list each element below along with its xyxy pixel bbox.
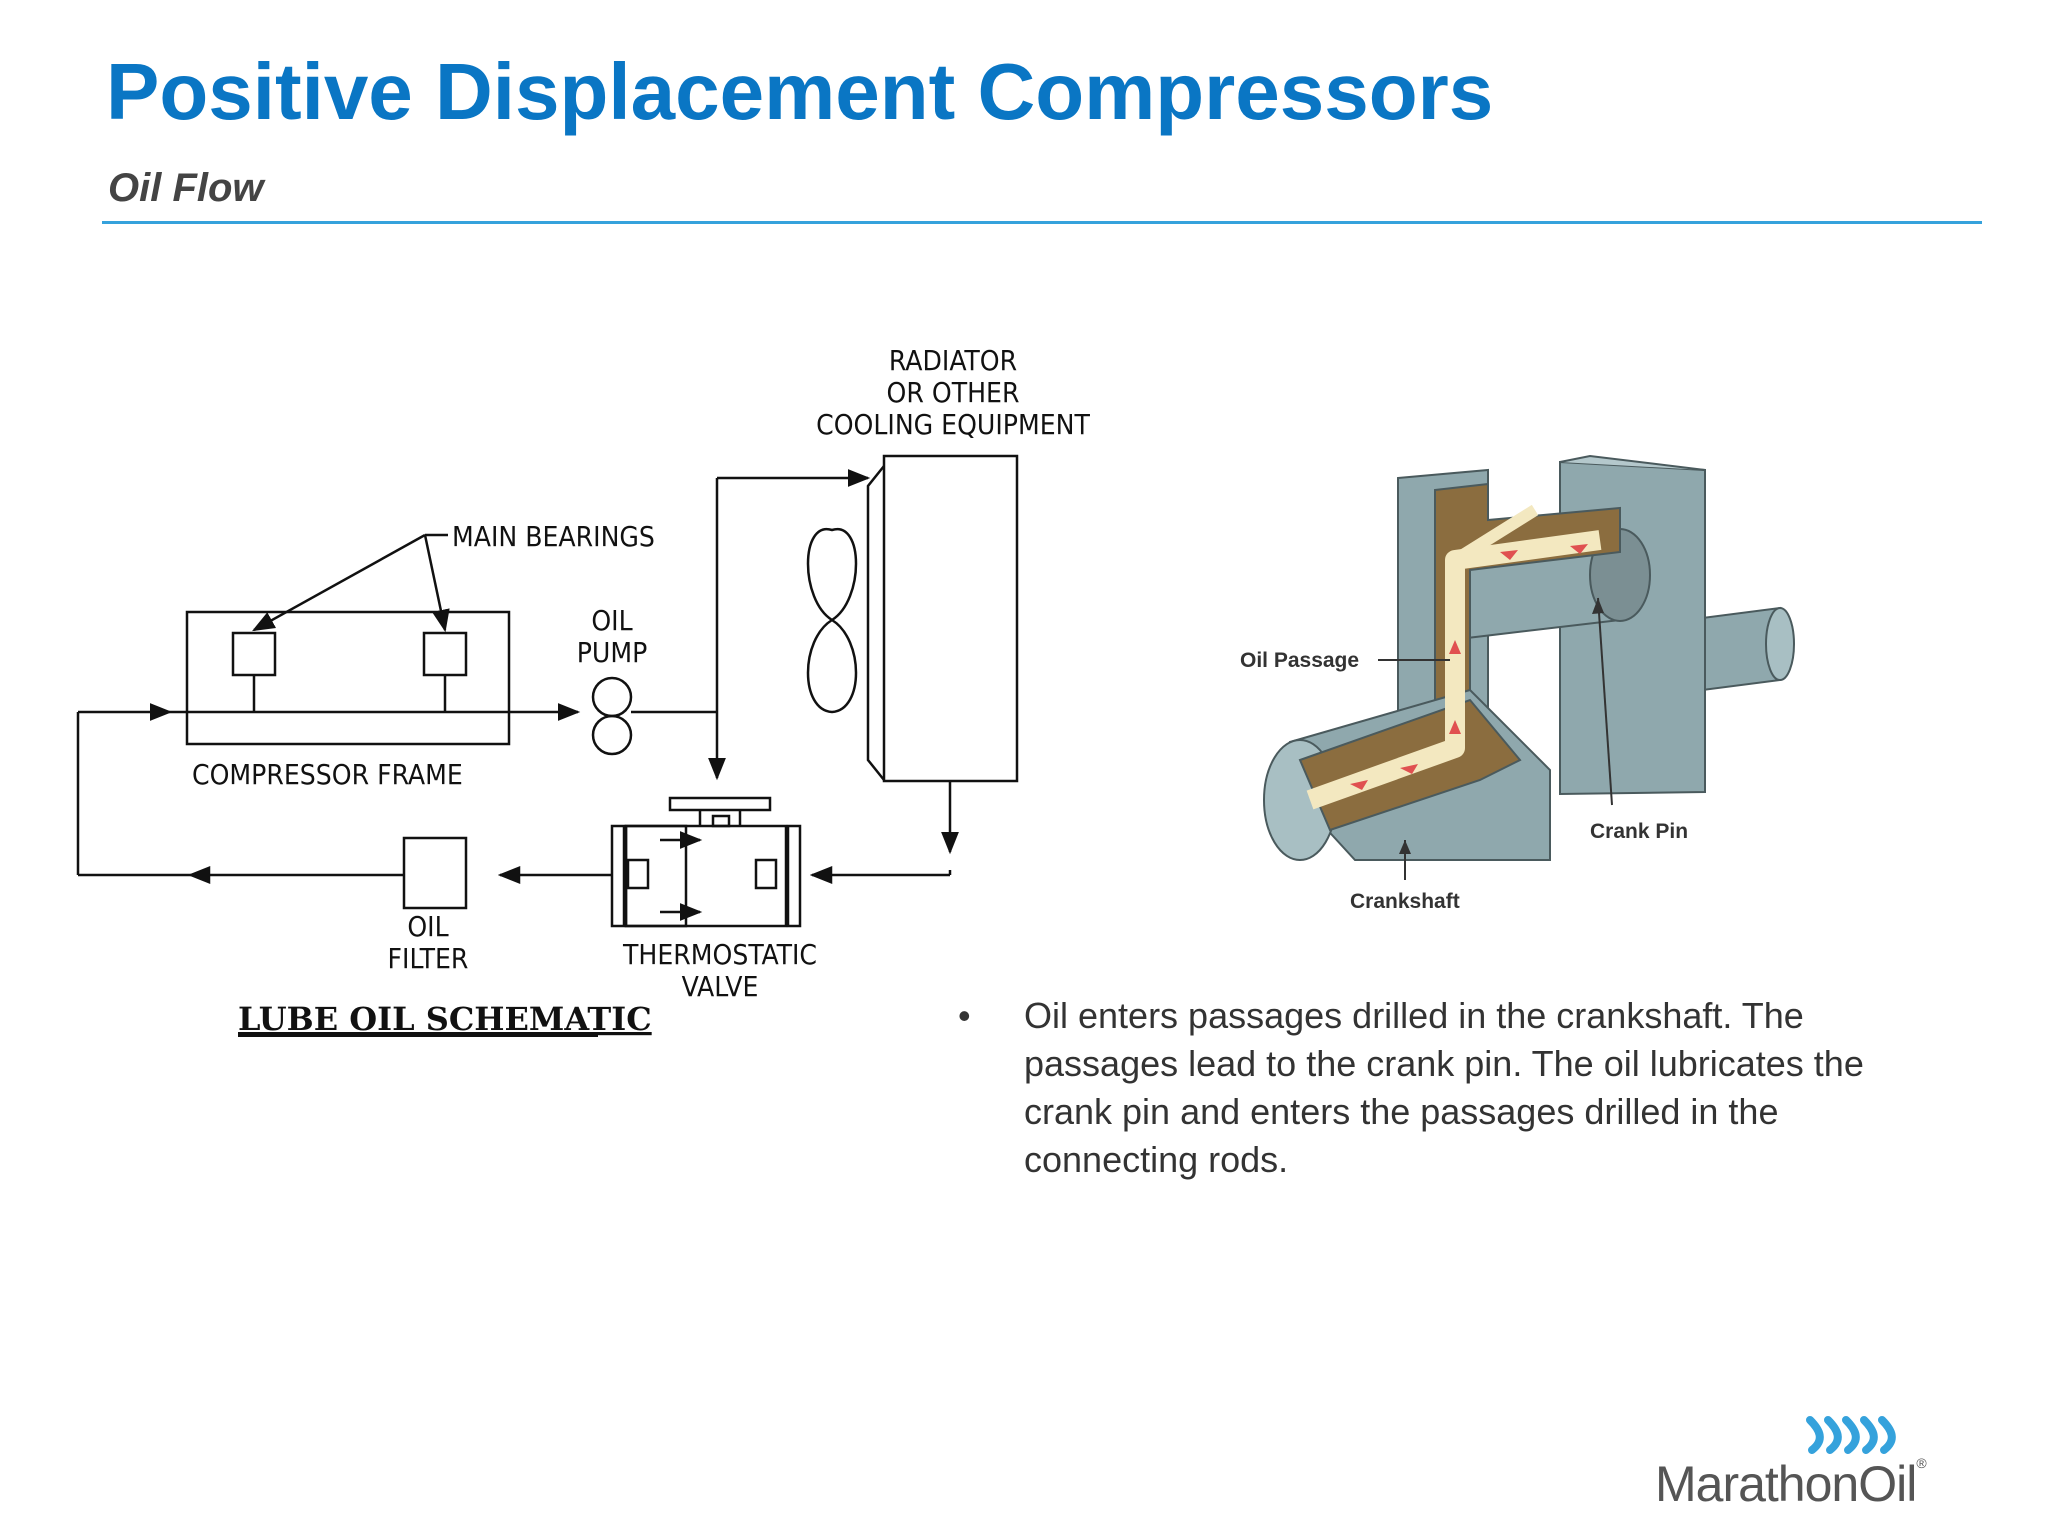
compressor-frame-label: COMPRESSOR FRAME — [192, 758, 463, 791]
slide-title: Positive Displacement Compressors — [106, 47, 1494, 136]
bullet-item: • Oil enters passages drilled in the cra… — [958, 992, 1938, 1184]
logo-wordmark: MarathonOil® — [1655, 1455, 1927, 1513]
logo-registered-mark: ® — [1916, 1455, 1926, 1471]
logo-waves-icon — [1806, 1416, 1896, 1454]
bullet-dot: • — [958, 995, 971, 1036]
lube-oil-schematic: RADIATOR OR OTHER COOLING EQUIPMENT MAIN… — [76, 344, 1090, 1038]
radiator-label-line1: RADIATOR — [889, 344, 1017, 377]
slide-subtitle: Oil Flow — [108, 166, 264, 210]
radiator-fan — [806, 527, 858, 714]
oil-filter-label-line1: OIL — [407, 910, 448, 943]
logo-wordmark-text: MarathonOil — [1655, 1456, 1917, 1512]
oil-filter-label-line2: FILTER — [388, 942, 469, 975]
radiator-label-line2: OR OTHER — [887, 376, 1020, 409]
schematic-caption: LUBE OIL SCHEMATIC — [238, 1000, 652, 1038]
crankshaft-cutaway: Oil Passage Crank Pin Crankshaft — [1240, 454, 1795, 913]
compressor-frame-box — [185, 610, 511, 746]
oil-filter-box — [402, 836, 468, 910]
radiator-label-line3: COOLING EQUIPMENT — [816, 408, 1090, 441]
marathon-oil-logo — [1806, 1416, 1896, 1454]
title-divider — [102, 221, 1982, 224]
oil-pump-label-line2: PUMP — [577, 636, 648, 669]
main-bearings-label: MAIN BEARINGS — [452, 520, 655, 553]
oil-passage-label: Oil Passage — [1240, 649, 1359, 672]
oil-pump-bottom — [591, 714, 633, 756]
crankshaft-label: Crankshaft — [1350, 890, 1460, 913]
thermostatic-valve-label-line2: VALVE — [682, 970, 759, 1003]
thermostatic-valve-label-line1: THERMOSTATIC — [622, 938, 817, 971]
bullet-text: Oil enters passages drilled in the crank… — [1024, 995, 1864, 1180]
crank-pin-label: Crank Pin — [1590, 820, 1688, 843]
oil-pump-label-line1: OIL — [591, 604, 632, 637]
